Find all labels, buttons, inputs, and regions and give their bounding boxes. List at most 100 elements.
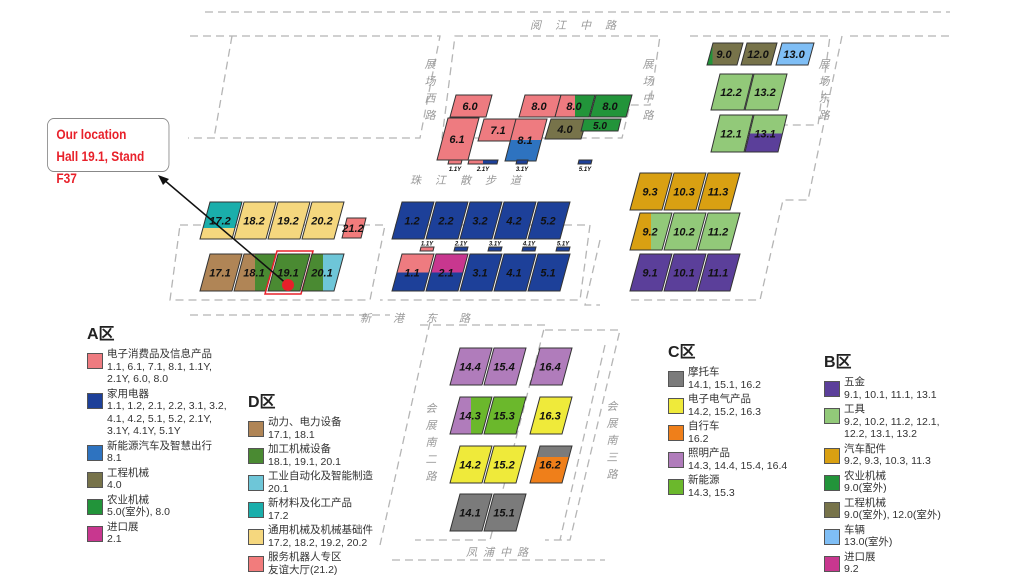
hall-13-1[interactable]: [744, 114, 788, 153]
hall-3-1Y[interactable]: [515, 159, 529, 165]
hall-5-1[interactable]: [527, 253, 571, 292]
hall-5-1Y[interactable]: [555, 246, 571, 252]
hall-label: 3.1Y: [516, 167, 529, 173]
hall-1-1[interactable]: [391, 253, 435, 292]
hall-label: 20.1: [310, 268, 332, 280]
hall-label: 4.2: [505, 216, 521, 228]
location-dot-icon: [282, 279, 294, 291]
hall-label: 5.2: [540, 216, 555, 228]
hall-6-1[interactable]: [436, 117, 480, 161]
hall-8-1[interactable]: [504, 118, 548, 162]
hall-11-3[interactable]: [697, 172, 741, 211]
hall-4-1[interactable]: [493, 253, 537, 292]
hall-8-0[interactable]: [589, 94, 633, 118]
hall-17-2[interactable]: [199, 201, 243, 240]
road-label-east: 展场东路: [818, 58, 830, 122]
hall-label: 7.1: [490, 125, 505, 137]
hall-19-2[interactable]: [267, 201, 311, 240]
hall-2-1Y[interactable]: [467, 159, 499, 165]
hall-shape: [459, 201, 503, 240]
hall-4-0[interactable]: [544, 118, 588, 140]
hall-18-2[interactable]: [233, 201, 277, 240]
hall-label: 14.4: [459, 362, 480, 374]
hall-3-1[interactable]: [459, 253, 503, 292]
hall-15-4[interactable]: [483, 347, 527, 386]
hall-4-2[interactable]: [493, 201, 537, 240]
legend-halls: 9.2: [844, 563, 859, 575]
legend-category: 服务机器人专区: [268, 551, 342, 563]
hall-14-4[interactable]: [449, 347, 493, 386]
hall-6-0[interactable]: [449, 94, 493, 118]
hall-5-0[interactable]: [580, 118, 622, 132]
legend-swatch: [668, 398, 684, 414]
hall-15-2[interactable]: [483, 445, 527, 484]
hall-2-1[interactable]: [425, 253, 469, 292]
legend-swatch: [87, 498, 103, 515]
hall-16-3[interactable]: [529, 396, 573, 435]
hall-2-2[interactable]: [425, 201, 469, 240]
hall-21-2[interactable]: [341, 217, 367, 239]
hall-13-0[interactable]: [775, 42, 815, 66]
hall-4-1Y[interactable]: [521, 246, 537, 252]
hall-13-2[interactable]: [744, 73, 788, 111]
hall-label: 12.1: [720, 129, 741, 141]
legend-halls: 友谊大厅(21.2): [268, 563, 338, 576]
hall-11-2[interactable]: [697, 212, 741, 251]
hall-shape: [301, 253, 345, 292]
hall-10-1[interactable]: [663, 253, 707, 292]
hall-8-0[interactable]: [554, 94, 596, 118]
hall-5-1Y[interactable]: [577, 159, 593, 165]
hall-1-2[interactable]: [391, 201, 435, 240]
legend-category: 工具: [844, 403, 865, 415]
hall-14-1[interactable]: [449, 493, 493, 532]
hall-label: 9.0: [716, 49, 732, 61]
hall-shape: [740, 42, 778, 66]
hall-5-2[interactable]: [527, 201, 571, 240]
hall-shape: [521, 246, 537, 252]
hall-shape: [341, 217, 367, 239]
hall-label: 14.3: [459, 411, 480, 423]
hall-20-1[interactable]: [301, 253, 345, 292]
hall-17-1[interactable]: [199, 253, 243, 292]
callout-title: Our location: [56, 126, 127, 142]
hall-3-2[interactable]: [459, 201, 503, 240]
hall-12-0[interactable]: [740, 42, 778, 66]
legend-swatch: [668, 479, 684, 495]
hall-9-2[interactable]: [629, 212, 673, 251]
hall-14-3[interactable]: [449, 396, 493, 435]
hall-3-1Y[interactable]: [487, 246, 503, 252]
hall-label: 9.2: [642, 227, 657, 239]
hall-19-1[interactable]: [264, 250, 314, 295]
hall-14-2[interactable]: [449, 445, 493, 484]
hall-1-1Y[interactable]: [419, 246, 435, 252]
legend-category: 加工机械设备: [268, 443, 331, 455]
hall-shape: [544, 118, 588, 140]
hall-16-4[interactable]: [529, 347, 573, 386]
legend-swatch: [87, 471, 103, 488]
hall-9-0[interactable]: [706, 42, 744, 66]
hall-10-2[interactable]: [663, 212, 707, 251]
hall-15-1[interactable]: [483, 493, 527, 532]
hall-shape: [267, 253, 311, 292]
road-label-xingang: 新港东路: [360, 312, 492, 325]
hall-label: 15.4: [493, 362, 514, 374]
hall-1-1Y[interactable]: [447, 159, 463, 165]
legend-swatch: [248, 475, 264, 491]
hall-11-1[interactable]: [697, 253, 741, 292]
legend-halls: 9.1, 10.1, 11.1, 13.1: [844, 388, 937, 401]
hall-20-2[interactable]: [301, 201, 345, 240]
legend-halls: 5.0(室外), 8.0: [107, 506, 171, 518]
hall-2-1Y[interactable]: [453, 246, 469, 252]
hall-15-3[interactable]: [483, 396, 527, 435]
hall-16-2[interactable]: [529, 445, 573, 484]
hall-9-1[interactable]: [629, 253, 673, 292]
hall-12-1[interactable]: [710, 114, 754, 153]
hall-10-3[interactable]: [663, 172, 707, 211]
hall-9-3[interactable]: [629, 172, 673, 211]
hall-12-2[interactable]: [710, 73, 754, 111]
